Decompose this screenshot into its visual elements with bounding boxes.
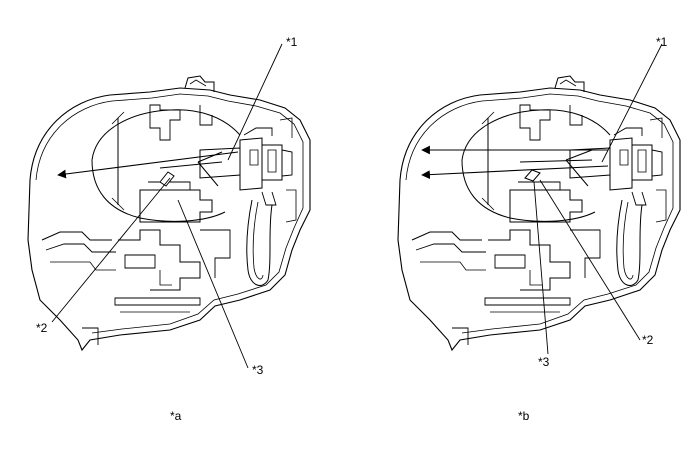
caption-a: *a [170,409,182,423]
callout-3-b: *3 [538,355,550,369]
callout-3-a: *3 [252,363,264,377]
diagram-a [27,43,311,369]
callout-2-b: *2 [642,333,654,347]
callout-1-b: *1 [656,35,668,49]
callout-2-a: *2 [36,321,48,335]
caption-b: *b [518,409,530,423]
diagram-b [397,43,681,355]
callout-1-a: *1 [286,35,298,49]
